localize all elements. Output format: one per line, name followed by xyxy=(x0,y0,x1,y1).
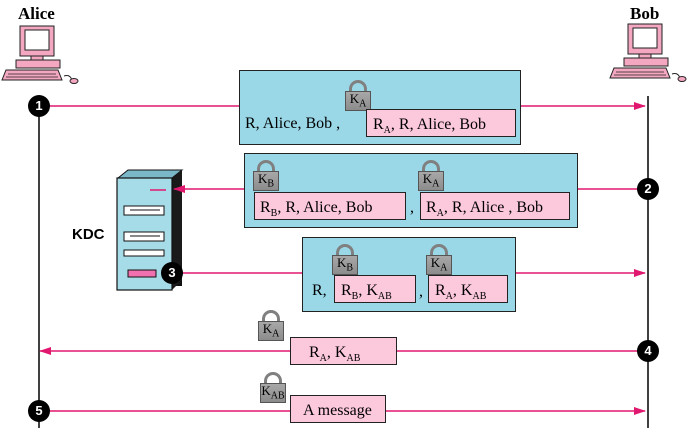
step-2-badge: 2 xyxy=(637,178,659,200)
message-2-lock-key-1: KB xyxy=(257,171,275,190)
message-2-sealed-1: RB, R, Alice, Bob xyxy=(254,192,406,220)
message-4-sealed: RA, KAB xyxy=(290,337,397,365)
lock-icon: KAB xyxy=(260,372,286,403)
message-3-lock-key-2: KA xyxy=(430,255,448,274)
message-5-lock-key: KAB xyxy=(261,383,285,402)
lock-icon: KA xyxy=(426,244,452,275)
message-2-separator: , xyxy=(410,199,414,216)
message-3-sealed-1: RB, KAB xyxy=(334,275,416,303)
step-3-badge: 3 xyxy=(161,262,183,284)
kdc-label: KDC xyxy=(72,226,105,243)
alice-label: Alice xyxy=(18,4,55,23)
bob-computer-icon xyxy=(609,23,687,82)
step-1-badge: 1 xyxy=(28,95,50,117)
message-1-lead: R, Alice, Bob , xyxy=(245,115,341,132)
message-3-sealed-2: RA, KAB xyxy=(428,275,508,303)
message-5-sealed: A message xyxy=(290,395,386,423)
lock-icon: KA xyxy=(418,160,444,191)
message-3-lead: R, xyxy=(312,282,327,299)
alice-computer-icon xyxy=(1,25,79,84)
bob-label: Bob xyxy=(630,4,660,23)
step-4-badge: 4 xyxy=(637,340,659,362)
message-4-lock-key: KA xyxy=(262,321,280,340)
message-3-separator: , xyxy=(419,283,423,300)
message-2-sealed-2: RA, R, Alice , Bob xyxy=(420,192,570,220)
lock-icon: KA xyxy=(258,310,284,341)
message-2-lock-key-2: KA xyxy=(422,171,440,190)
lock-icon: KB xyxy=(253,160,279,191)
lock-icon: KB xyxy=(332,244,358,275)
message-1-sealed: RA, R, Alice, Bob xyxy=(366,109,516,137)
lock-icon: KA xyxy=(345,80,371,111)
message-3-lock-key-1: KB xyxy=(336,255,354,274)
step-5-badge: 5 xyxy=(28,400,50,422)
message-1-lock-key: KA xyxy=(349,91,367,110)
